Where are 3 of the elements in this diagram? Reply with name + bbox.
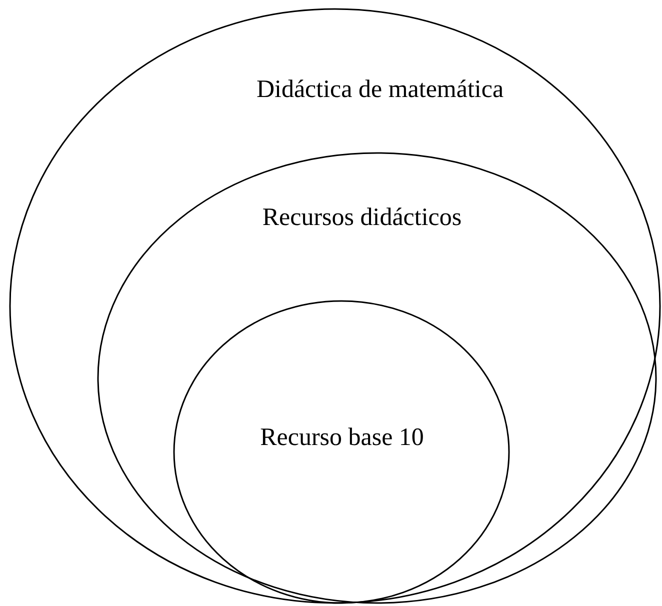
oval-label: Recursos didácticos	[262, 204, 462, 232]
oval-label: Didáctica de matemática	[256, 76, 504, 104]
oval-label: Recurso base 10	[260, 424, 424, 452]
